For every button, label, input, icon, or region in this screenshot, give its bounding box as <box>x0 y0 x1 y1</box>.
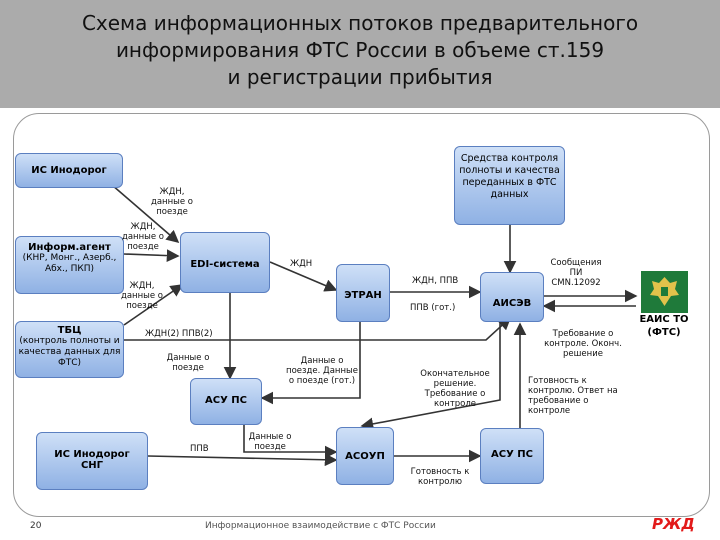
label-zhdn-ppv: ЖДН, ППВ <box>412 276 459 286</box>
label-trebovanie: Требование о контроле. Оконч. решение <box>544 329 622 359</box>
slide-title: Схема информационных потоков предварител… <box>40 10 680 91</box>
footer-text: Информационное взаимодействие с ФТС Росс… <box>205 521 436 531</box>
label-zhdn-data-1: ЖДН, данные о поезде <box>150 187 194 217</box>
label-zhdn: ЖДН <box>290 259 313 269</box>
aisev-box: АИСЭВ <box>480 272 544 322</box>
label-dannye-asoup: Данные о поезде <box>248 432 292 452</box>
arrow-agent-to-edi <box>123 249 180 262</box>
label-dannye-poezde: Данные о поезде <box>166 353 210 373</box>
label-zhdn-data-3: ЖДН, данные о поезде <box>120 281 164 311</box>
asoup-box: АСОУП <box>336 427 394 485</box>
page-number: 20 <box>30 521 42 531</box>
label-dannye-etran: Данные о поезде. Данные о поезде (гот.) <box>286 356 358 386</box>
tbc-box: ТБЦ (контроль полноты и качества данных … <box>15 321 124 378</box>
fts-emblem-icon <box>641 271 688 313</box>
inform-agent-box: Информ.агент (КНР, Монг., Азерб., Абх., … <box>15 236 124 294</box>
asu-ps-right-box: АСУ ПС <box>480 428 544 484</box>
edi-system-box: EDI-система <box>180 232 270 293</box>
etran-box: ЭТРАН <box>336 264 390 322</box>
is-inodorog-sng-box: ИС Инодорог СНГ <box>36 432 148 490</box>
title-line-1: Схема информационных потоков предварител… <box>81 11 639 35</box>
label-zhdn-data-2: ЖДН, данные о поезде <box>121 222 165 252</box>
is-inodorog-box: ИС Инодорог <box>15 153 123 188</box>
label-ppv: ППВ <box>190 444 209 454</box>
title-line-3: и регистрации прибытия <box>227 65 493 89</box>
label-soobsheniya: Сообщения ПИ CMN.12092 <box>550 258 602 288</box>
label-okonch-reshenie: Окончательное решение. Требование о конт… <box>420 369 490 409</box>
arrow-aisev-to-asoup <box>360 322 501 431</box>
arrow-is-to-edi <box>111 184 180 244</box>
arrow-sng-to-asoup <box>147 453 338 467</box>
rzd-logo: РЖД <box>652 515 695 533</box>
title-line-2: информирования ФТС России в объеме ст.15… <box>115 38 605 62</box>
label-ppv-got: ППВ (гот.) <box>410 303 456 313</box>
arrow-tbc-to-aisev <box>124 316 512 341</box>
eais-to-label: ЕАИС ТО (ФТС) <box>639 314 689 338</box>
label-gotovnost-otvet: Готовность к контролю. Ответ на требован… <box>528 376 618 416</box>
sredstva-box: Средства контроля полноты и качества пер… <box>454 146 565 225</box>
label-zhdn2-ppv2: ЖДН(2) ППВ(2) <box>145 329 213 339</box>
arrow-tbc-to-edi <box>123 284 184 326</box>
label-gotovnost: Готовность к контролю <box>410 467 470 487</box>
arrow-asups-to-asoup <box>243 418 338 459</box>
arrow-etran-to-asups <box>260 322 361 405</box>
asu-ps-left-box: АСУ ПС <box>190 378 262 425</box>
arrow-edi-to-etran <box>269 261 338 292</box>
title-bar <box>0 0 720 108</box>
